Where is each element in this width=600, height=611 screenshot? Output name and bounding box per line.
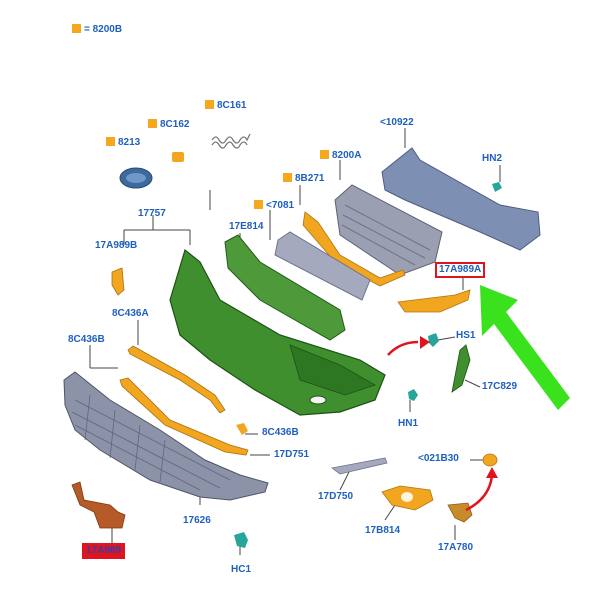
label-10922[interactable]: <10922 xyxy=(380,117,414,128)
label-8c436b-left[interactable]: 8C436B xyxy=(68,334,105,345)
legend-text: = 8200B xyxy=(84,24,123,35)
fog-bezel-opening xyxy=(401,492,413,502)
spring-part-8c161 xyxy=(211,133,251,149)
label-17b814[interactable]: 17B814 xyxy=(365,525,401,536)
hs1-clip xyxy=(428,333,439,347)
legend-marker xyxy=(72,24,81,33)
hn2-part xyxy=(492,182,502,192)
legend: = 8200B xyxy=(72,24,122,36)
label-hc1[interactable]: HC1 xyxy=(231,564,252,575)
bracket-17a989-bottom xyxy=(71,481,126,529)
label-8c162[interactable]: 8C162 xyxy=(148,119,189,131)
label-17a780[interactable]: 17A780 xyxy=(438,542,474,553)
tow-cap-021b30 xyxy=(482,453,498,467)
label-8b271[interactable]: 8B271 xyxy=(283,173,324,185)
label-17a989a-highlighted[interactable]: 17A989A xyxy=(435,262,486,278)
leader-lines xyxy=(89,128,501,555)
label-021b30[interactable]: <021B30 xyxy=(418,453,459,464)
label-8c436a[interactable]: 8C436A xyxy=(112,308,149,319)
strip-17d750 xyxy=(331,457,388,475)
strip-8c436a xyxy=(127,345,226,414)
hc1-clip xyxy=(234,532,248,548)
hn1-clip xyxy=(408,389,418,401)
strip-17c829 xyxy=(451,344,471,393)
label-hn1[interactable]: HN1 xyxy=(398,418,419,429)
label-8200a[interactable]: 8200A xyxy=(320,150,361,162)
label-17757[interactable]: 17757 xyxy=(138,208,166,219)
reinforcement-bar-10922 xyxy=(381,147,541,251)
upper-bumper-bar-17e814 xyxy=(224,234,346,341)
clip-part-8c162 xyxy=(172,152,184,162)
green-pointer-arrow xyxy=(480,285,570,410)
label-hs1[interactable]: HS1 xyxy=(456,330,476,341)
upper-panel-7081 xyxy=(274,231,371,301)
bracket-17a780 xyxy=(447,502,473,523)
label-7081[interactable]: <7081 xyxy=(254,200,294,212)
label-17e814[interactable]: 17E814 xyxy=(229,221,264,232)
label-17d751[interactable]: 17D751 xyxy=(274,449,310,460)
fog-hole xyxy=(309,395,327,405)
label-8213[interactable]: 8213 xyxy=(106,137,140,149)
label-17c829[interactable]: 17C829 xyxy=(482,381,518,392)
emblem-inner xyxy=(126,173,146,183)
label-8c436b-right[interactable]: 8C436B xyxy=(262,427,299,438)
red-arrowhead-1 xyxy=(420,336,430,349)
bracket-17a989b xyxy=(111,267,125,296)
label-17a989-bottom-highlighted[interactable]: 17A989 xyxy=(82,543,126,559)
lower-grille-mesh xyxy=(71,394,231,491)
clip-8c436b-right xyxy=(236,423,248,435)
red-arrows xyxy=(387,340,494,512)
bumper-lower-opening xyxy=(289,344,376,396)
molding-17a989a xyxy=(397,289,471,313)
grille-slats xyxy=(341,204,431,266)
label-17a989b[interactable]: 17A989B xyxy=(95,240,138,251)
red-arrowhead-2 xyxy=(486,467,498,478)
label-17626[interactable]: 17626 xyxy=(183,515,211,526)
label-8c161[interactable]: 8C161 xyxy=(205,100,246,112)
label-hn2[interactable]: HN2 xyxy=(482,153,503,164)
strip-8c436b xyxy=(119,377,249,456)
lower-grille-17626 xyxy=(63,371,269,501)
label-17d750[interactable]: 17D750 xyxy=(318,491,354,502)
